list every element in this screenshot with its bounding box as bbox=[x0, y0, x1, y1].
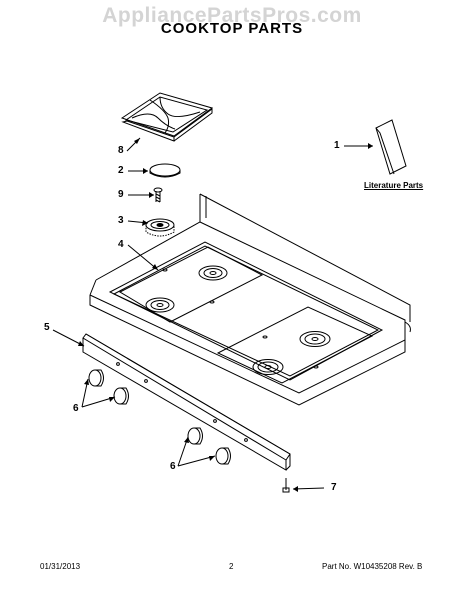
callout-4: 4 bbox=[118, 239, 124, 250]
grate-part bbox=[120, 92, 214, 142]
footer-page: 2 bbox=[229, 562, 234, 571]
arrowheads bbox=[78, 138, 373, 492]
footer-part-no: Part No. W10435208 Rev. B bbox=[322, 562, 423, 571]
callout-5: 5 bbox=[44, 322, 50, 333]
literature-parts-label: Literature Parts bbox=[364, 181, 424, 190]
burner-base-part bbox=[145, 218, 175, 237]
screw-part bbox=[153, 187, 163, 203]
callout-6a: 6 bbox=[73, 403, 79, 414]
knob-parts bbox=[88, 369, 231, 465]
callout-9: 9 bbox=[118, 189, 124, 200]
footer-date: 01/31/2013 bbox=[40, 562, 81, 571]
callout-6b: 6 bbox=[170, 461, 176, 472]
cooktop-part bbox=[89, 193, 411, 406]
control-panel-part bbox=[82, 333, 291, 471]
literature-booklet-part bbox=[375, 119, 407, 175]
leader-lines bbox=[52, 137, 373, 490]
panel-screw-part bbox=[282, 478, 290, 493]
watermark: AppliancePartsPros.com bbox=[102, 4, 362, 27]
callout-1: 1 bbox=[334, 140, 340, 151]
burner-cap-part bbox=[149, 163, 181, 178]
callout-3: 3 bbox=[118, 215, 124, 226]
callout-7: 7 bbox=[331, 482, 337, 493]
page-title: COOKTOP PARTS bbox=[160, 20, 304, 37]
callout-8: 8 bbox=[118, 145, 124, 156]
callout-2: 2 bbox=[118, 165, 124, 176]
